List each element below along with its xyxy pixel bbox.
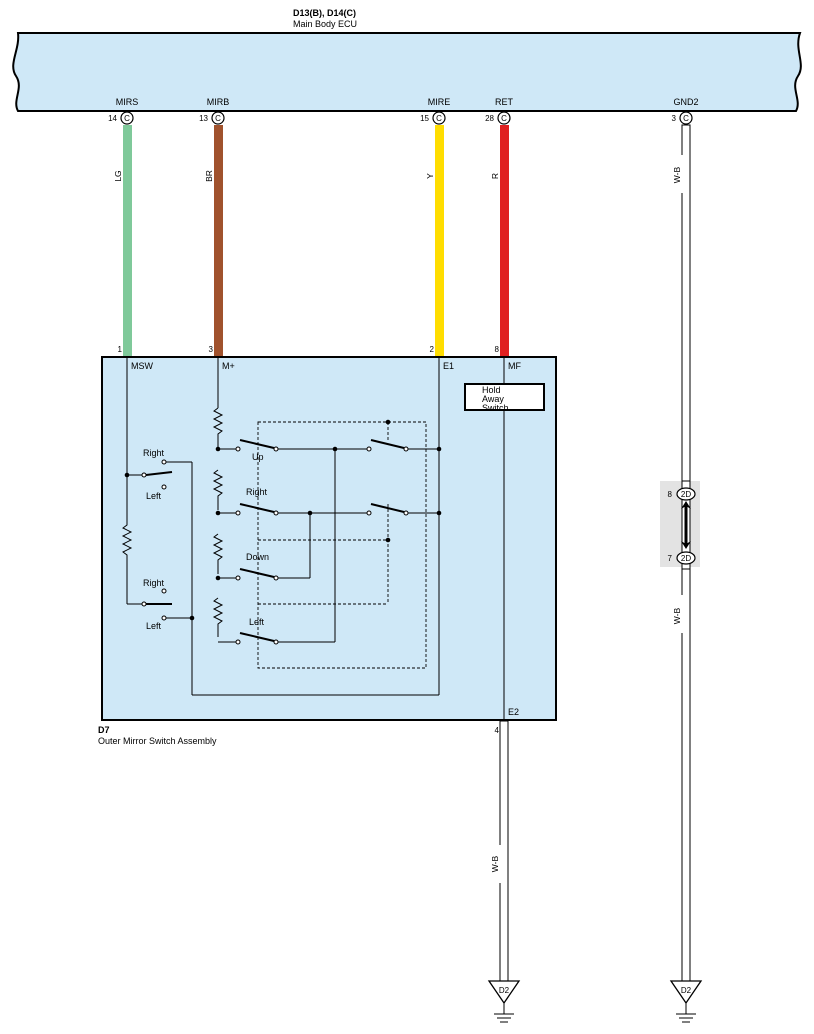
- terminal-mirs-label: MIRS: [116, 97, 139, 107]
- ecu-connectors-label: D13(B), D14(C): [293, 8, 356, 18]
- internal-wiring: [126, 357, 505, 720]
- outer-mirror-switch-box: [101, 356, 557, 721]
- hold-away-switch: [464, 383, 545, 411]
- selector-lower-right-label: Right: [143, 578, 165, 588]
- switch-right[interactable]: [218, 503, 439, 516]
- mechanical-linkage: [257, 421, 427, 669]
- svg-text:D2: D2: [681, 986, 692, 995]
- svg-text:C: C: [124, 114, 130, 123]
- ecu-connector-c-mire: C: [432, 111, 446, 125]
- junction-label-bottom: 2D: [681, 554, 691, 563]
- svg-text:C: C: [215, 114, 221, 123]
- wire-y: [435, 125, 444, 357]
- terminal-ret-label: RET: [495, 97, 514, 107]
- switch-pin-2: 2: [430, 345, 435, 354]
- ecu-connector-c-mirb: C: [211, 111, 225, 125]
- ecu-pin-3: 3: [672, 114, 677, 123]
- switch-left-label: Left: [249, 617, 265, 627]
- wire-br-label: BR: [204, 170, 214, 182]
- terminal-gnd2-label: GND2: [673, 97, 698, 107]
- switch-pin-4: 4: [495, 726, 500, 735]
- terminal-e1: E1: [443, 361, 454, 371]
- switch-up[interactable]: [218, 439, 439, 452]
- switch-down[interactable]: [218, 513, 311, 581]
- svg-text:C: C: [501, 114, 507, 123]
- wire-r-label: R: [490, 173, 500, 179]
- wire-w-b-label-upper: W-B: [672, 166, 682, 183]
- switch-down-label: Down: [246, 552, 269, 562]
- ecu-name: Main Body ECU: [293, 19, 357, 29]
- switch-assembly-name: Outer Mirror Switch Assembly: [98, 736, 217, 746]
- terminal-mire-label: MIRE: [428, 97, 451, 107]
- selector-upper-left-label: Left: [146, 491, 162, 501]
- ecu-pin-28: 28: [485, 114, 494, 123]
- selector-switch-upper[interactable]: [127, 459, 192, 490]
- wire-y-label: Y: [425, 173, 435, 179]
- wire-w-b-e2-label: W-B: [490, 855, 500, 872]
- wire-lg-label: LG: [113, 170, 123, 181]
- switch-pin-1: 1: [118, 345, 123, 354]
- switch-right-label: Right: [246, 487, 268, 497]
- switch-left[interactable]: [218, 449, 336, 645]
- selector-upper-right-label: Right: [143, 448, 165, 458]
- junction-pin-8: 8: [668, 490, 673, 499]
- ecu-pin-13: 13: [199, 114, 208, 123]
- junction-label-top: 2D: [681, 490, 691, 499]
- m-plus-resistor-ladder: [212, 407, 224, 637]
- wire-lg: [123, 125, 132, 357]
- hold-away-switch-label: Hold Away Switch: [482, 386, 509, 410]
- junction-connector-2d: 2D 2D 8 7: [660, 480, 700, 570]
- svg-text:D2: D2: [499, 986, 510, 995]
- ground-d2-right: D2: [669, 980, 703, 1023]
- wire-w-b-label-lower: W-B: [672, 607, 682, 624]
- main-body-ecu: D13(B), D14(C) Main Body ECU: [12, 8, 802, 112]
- switch-assembly-id: D7: [98, 725, 110, 735]
- ecu-pin-14: 14: [108, 114, 117, 123]
- ecu-connector-c-gnd2: C: [679, 111, 693, 125]
- terminal-msw: MSW: [131, 361, 154, 371]
- selector-lower-left-label: Left: [146, 621, 162, 631]
- terminal-mirb-label: MIRB: [207, 97, 230, 107]
- ecu-pin-15: 15: [420, 114, 429, 123]
- switch-pin-8: 8: [495, 345, 500, 354]
- terminal-e2: E2: [508, 707, 519, 717]
- junction-pin-7: 7: [668, 554, 673, 563]
- wire-w-b-e2: [499, 720, 509, 982]
- ground-d2-left: D2: [487, 980, 521, 1023]
- svg-text:C: C: [683, 114, 689, 123]
- svg-text:C: C: [436, 114, 442, 123]
- ecu-connector-c-mirs: C: [120, 111, 134, 125]
- wire-br: [214, 125, 223, 357]
- wire-r: [500, 125, 509, 357]
- ecu-connector-c-ret: C: [497, 111, 511, 125]
- switch-pin-3: 3: [209, 345, 214, 354]
- terminal-mf: MF: [508, 361, 521, 371]
- terminal-m-plus: M+: [222, 361, 235, 371]
- msw-resistor: [121, 520, 133, 560]
- selector-switch-lower[interactable]: [141, 588, 192, 621]
